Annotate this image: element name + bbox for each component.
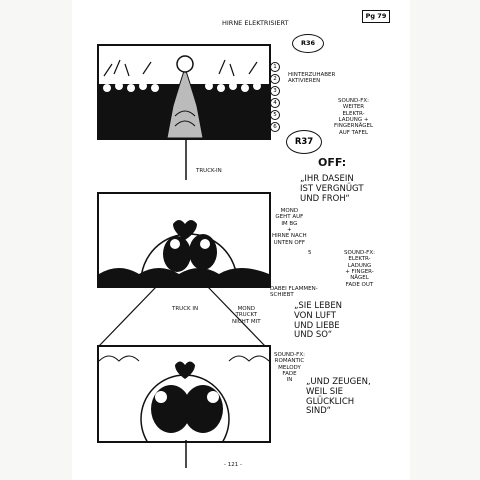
mark-2: 2	[270, 74, 280, 84]
connector-line-3	[185, 440, 187, 468]
sound-note-1: Sound-FX: weiter Elektr- Ladung + Finger…	[334, 98, 374, 136]
dialogue-1: „Ihr Dasein ist vergnügt und froh“	[300, 174, 364, 204]
transition-truck-in-2: Truck in	[172, 306, 199, 312]
sound-note-3: Sound-FX: Romantic Melody fade in	[274, 352, 305, 384]
moon-couple-illustration	[99, 347, 269, 441]
crowd-illustration	[99, 46, 269, 138]
storyboard-panel-3	[97, 345, 271, 443]
dialogue-3: „Und zeugen, weil sie glücklich sind“	[306, 377, 371, 417]
sound-note-2: Sound-FX: Elektr- Ladung + Finger- nägel…	[344, 250, 375, 288]
moon-note-2: Mond truckt nicht mit	[232, 306, 261, 325]
flame-note: Dabei Flammen- schiebt	[270, 286, 318, 299]
kissing-couple-illustration	[99, 194, 269, 286]
mark-5: 5	[270, 110, 280, 120]
off-label: OFF:	[318, 156, 347, 169]
storyboard-page: Hirne elektrisiert Pg 79 R36 1 2 3 4 5	[72, 0, 410, 480]
moon-note: Mond geht auf im BG + Hirne nach unten o…	[272, 208, 307, 246]
scene-code-r36: R36	[292, 34, 324, 53]
storyboard-panel-1	[97, 44, 271, 140]
scene-code-r37: R37	[286, 130, 322, 154]
connector-lines-2	[98, 285, 266, 347]
page-number: - 121 -	[224, 462, 242, 468]
mark-5-scene-2: 5	[308, 250, 312, 256]
action-note-1: Hinterzuhaber aktivieren	[288, 72, 336, 85]
dialogue-2: „Sie leben von Luft und Liebe und so“	[294, 301, 343, 341]
mark-4: 4	[270, 98, 280, 108]
mark-3: 3	[270, 86, 280, 96]
page-code-box: Pg 79	[362, 10, 390, 23]
scene-marks: 1 2 3 4 5 6	[270, 62, 280, 132]
scene-title: Hirne elektrisiert	[222, 19, 289, 27]
mark-6: 6	[270, 122, 280, 132]
storyboard-panel-2	[97, 192, 271, 288]
connector-line-1	[185, 140, 187, 180]
mark-1: 1	[270, 62, 280, 72]
transition-truck-in-1: Truck-in	[196, 168, 222, 174]
